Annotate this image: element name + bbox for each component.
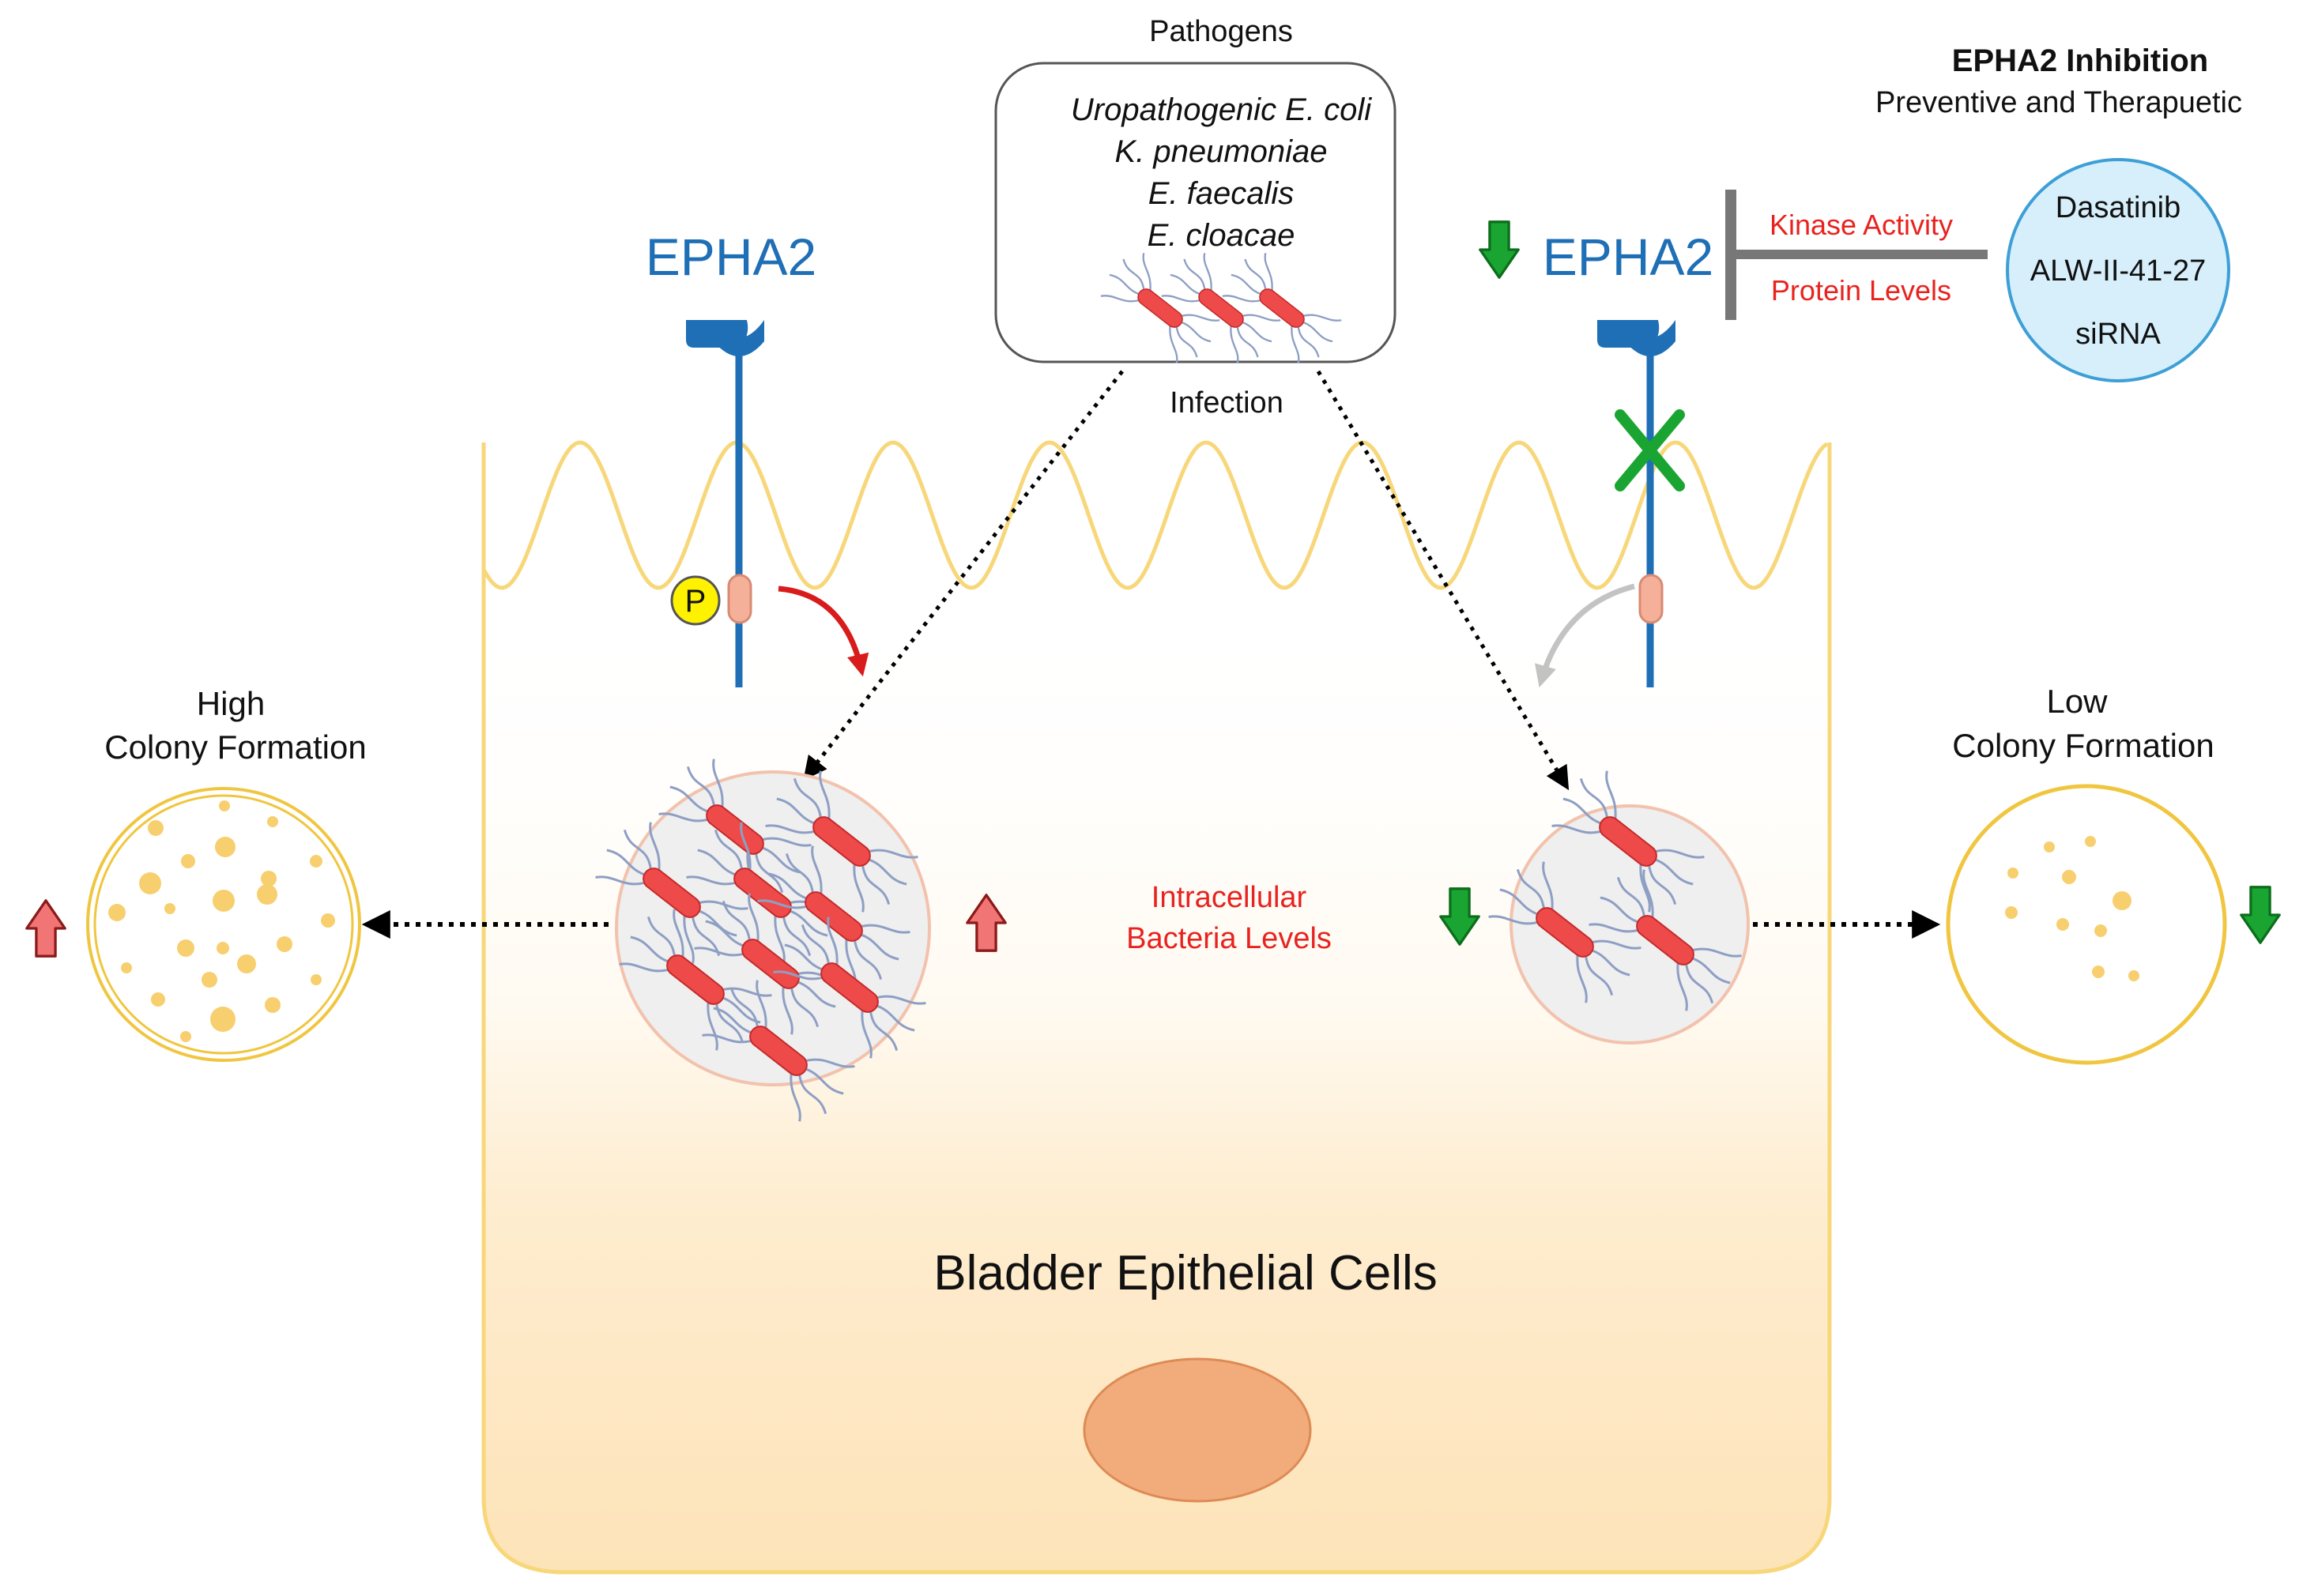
colony-plate-low	[1946, 784, 2227, 1065]
colony-plate-high-inner	[93, 794, 354, 1055]
inhibitor-agent-2: ALW-II-41-27	[2030, 254, 2206, 288]
activation-arrow-gray	[1534, 583, 1635, 688]
epha2-receptor-right	[1597, 320, 1675, 687]
down-arrow-icon-low-colony	[2240, 886, 2281, 944]
low-colony-label-line2: Colony Formation	[1952, 727, 2214, 764]
phosphorylation-badge: P	[670, 575, 721, 626]
inhibitor-agent-3: siRNA	[2075, 318, 2161, 351]
inhibitor-circle	[2006, 158, 2230, 382]
pathogen-species-2: K. pneumoniae	[1114, 134, 1327, 169]
epha2-receptor-left	[686, 320, 764, 687]
colony-dots-high	[108, 800, 335, 1042]
low-colony-label-line1: Low	[2046, 683, 2108, 720]
pathogen-species-1: Uropathogenic E. coli	[1071, 92, 1372, 127]
cell-membrane-wave	[481, 440, 1829, 590]
high-colony-label-line1: High	[197, 685, 265, 722]
down-arrow-icon-receptor	[1479, 220, 1520, 279]
inhibition-title: EPHA2 Inhibition	[1952, 43, 2208, 78]
activation-arrow-red	[778, 585, 869, 677]
colony-plate-high	[86, 787, 361, 1062]
intracellular-label-line2: Bacteria Levels	[1126, 922, 1332, 955]
nucleus	[1083, 1357, 1312, 1503]
colony-dots-low	[2005, 836, 2139, 981]
infection-arrow-left	[803, 370, 1124, 781]
blocked-x-icon	[1615, 409, 1685, 491]
svg-text:P: P	[685, 584, 707, 619]
bladder-cell-outline	[481, 442, 1832, 1575]
pathogen-species-4: E. cloacae	[1148, 218, 1295, 253]
inhibitor-agent-1: Dasatinib	[2056, 191, 2180, 224]
inhibition-target-protein: Protein Levels	[1771, 274, 1951, 307]
vacuole-low	[1510, 804, 1750, 1045]
intracellular-label-line1: Intracellular	[1151, 881, 1307, 914]
high-colony-label-line2: Colony Formation	[104, 728, 366, 766]
infection-label: Infection	[1170, 386, 1283, 420]
cell-label: Bladder Epithelial Cells	[933, 1246, 1438, 1301]
epha2-label-right: EPHA2	[1543, 228, 1713, 286]
infection-arrow-right	[1316, 370, 1570, 791]
up-arrow-icon-high-colony	[25, 899, 66, 958]
inhibition-target-kinase: Kinase Activity	[1770, 209, 1953, 241]
epha2-label-left: EPHA2	[646, 228, 816, 286]
pathogens-title: Pathogens	[1149, 15, 1293, 48]
pathogens-box	[994, 62, 1396, 363]
pathogen-species-3: E. faecalis	[1148, 176, 1295, 211]
inhibition-subtitle: Preventive and Therapuetic	[1875, 86, 2242, 119]
